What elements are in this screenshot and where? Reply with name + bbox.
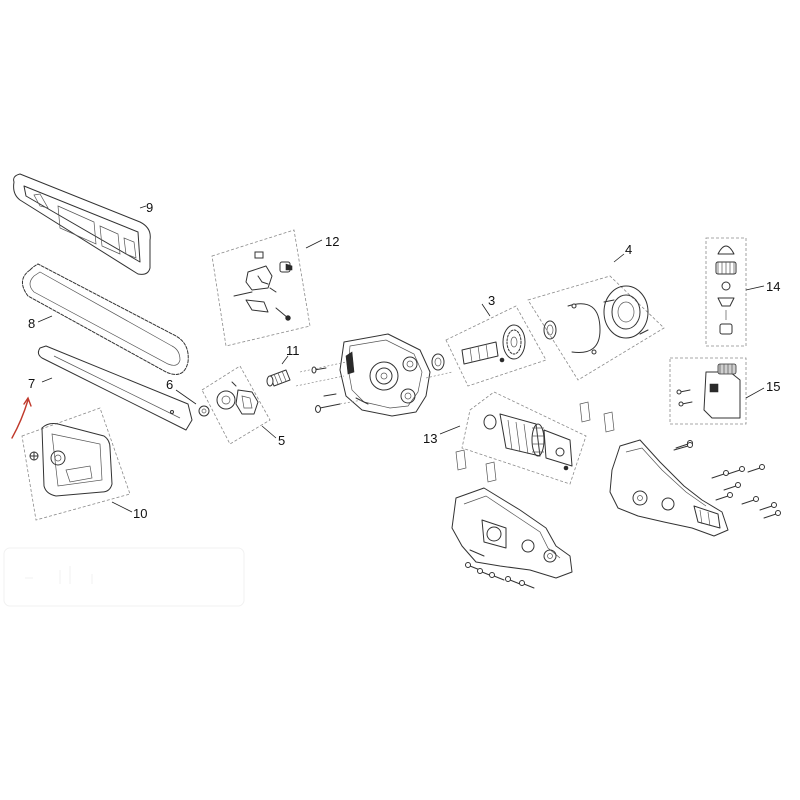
long-bolt-part [673, 442, 693, 451]
chain-tensioner-kit-part [211, 229, 311, 347]
right-housing-screws [675, 440, 781, 519]
drive-shaft-gear-part [431, 305, 547, 387]
washer-part [198, 405, 210, 417]
motor-brush-pieces [455, 401, 615, 483]
label-14: 14 [766, 279, 780, 294]
annotation-arrow [11, 396, 32, 439]
faint-background-panel [3, 547, 245, 607]
label-10: 10 [133, 506, 147, 521]
label-11: 11 [286, 343, 300, 358]
sprocket-cover-part [21, 407, 131, 521]
label-13: 13 [423, 431, 437, 446]
housing-screws-part [295, 361, 453, 413]
saw-chain-part [22, 263, 189, 375]
bar-cover-part [13, 173, 151, 275]
oil-pump-kit-part [705, 237, 747, 347]
gearbox-housing-part [339, 333, 431, 417]
spring-pin-part [266, 369, 291, 387]
left-housing-half-part [451, 487, 573, 579]
left-housing-screws [465, 562, 535, 589]
label-8: 8 [28, 316, 35, 331]
oil-tank-part [669, 357, 747, 425]
label-6: 6 [166, 377, 173, 392]
sprocket-assembly-part [201, 365, 271, 445]
label-7: 7 [28, 376, 35, 391]
bearing-cover-plate-part [527, 275, 665, 381]
label-3: 3 [488, 293, 495, 308]
label-9: 9 [146, 200, 153, 215]
label-4: 4 [625, 242, 632, 257]
guide-bar-part [37, 345, 193, 431]
label-12: 12 [325, 234, 339, 249]
label-5: 5 [278, 433, 285, 448]
label-15: 15 [766, 379, 780, 394]
right-housing-half-part [609, 439, 729, 537]
motor-part [461, 391, 587, 485]
